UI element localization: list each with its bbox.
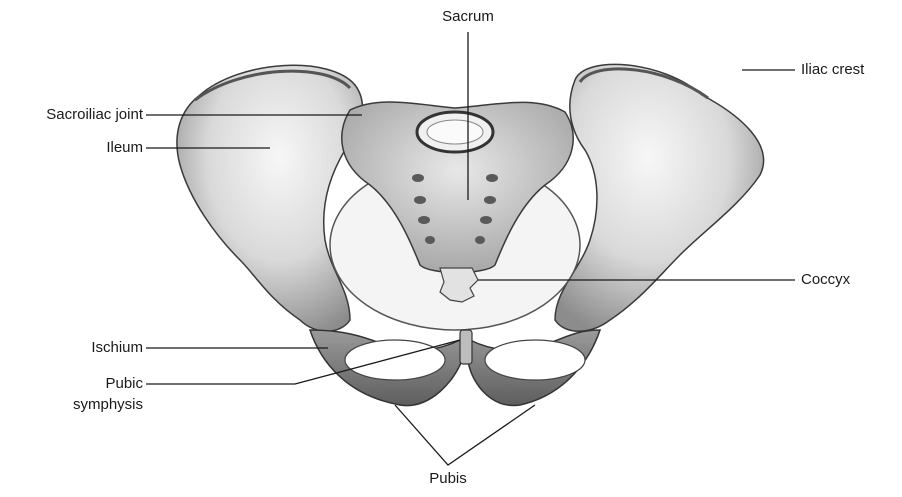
leader-pubis <box>395 405 535 465</box>
left-obturator-foramen <box>345 340 445 380</box>
label-coccyx: Coccyx <box>801 271 850 289</box>
label-sacrum: Sacrum <box>428 8 508 26</box>
label-pubic-symphysis-line1: Pubic <box>0 375 143 393</box>
label-sacroiliac-joint: Sacroiliac joint <box>0 106 143 124</box>
label-pubic-symphysis-line2: symphysis <box>0 396 143 414</box>
label-iliac-crest: Iliac crest <box>801 61 864 79</box>
pubic-symphysis-shape <box>460 330 472 364</box>
coccyx-shape <box>440 268 478 302</box>
left-ilium-shape <box>177 65 362 331</box>
right-obturator-foramen <box>485 340 585 380</box>
right-ilium-shape <box>555 64 764 331</box>
label-ileum: Ileum <box>0 139 143 157</box>
label-pubis: Pubis <box>408 470 488 488</box>
label-ischium: Ischium <box>0 339 143 357</box>
